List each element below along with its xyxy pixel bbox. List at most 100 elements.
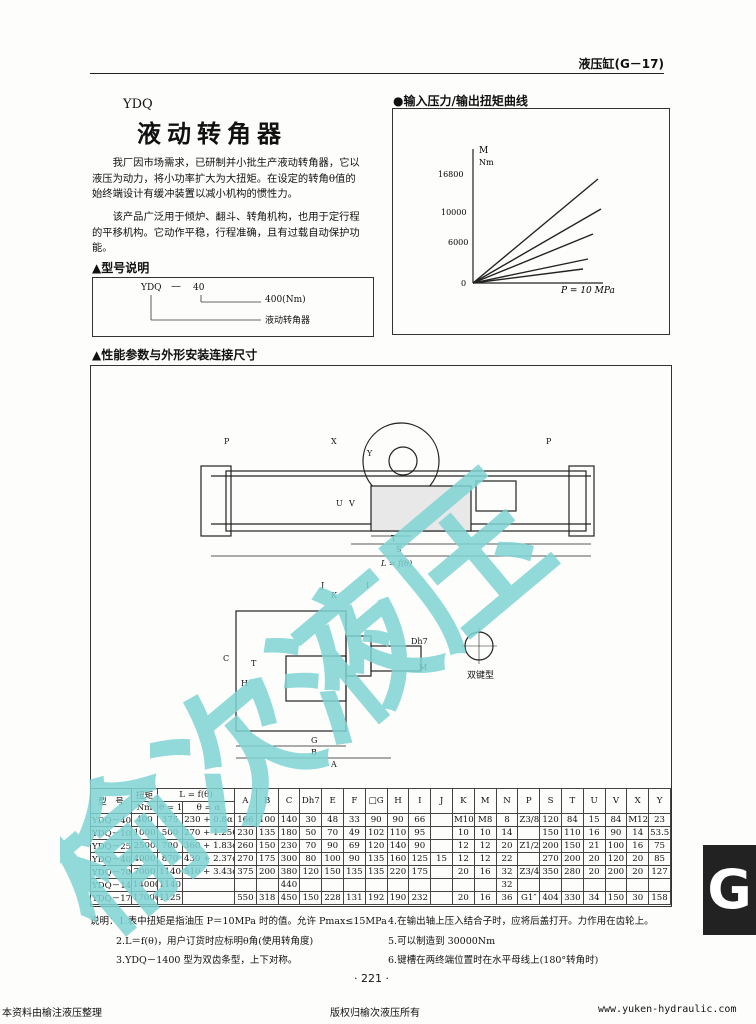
table-row: YDQ－170017000112555031845015022813119219… xyxy=(90,891,671,905)
table-cell: 318 xyxy=(255,891,279,905)
table-cell: 20 xyxy=(626,865,650,879)
table-cell xyxy=(517,826,541,840)
table-cell: 20 xyxy=(582,852,606,866)
table-cell: 150 xyxy=(539,826,562,840)
header-col: C xyxy=(277,788,301,814)
table-header-row: 型 号 扭矩 L = f(θ) A B C Dh7 E F □G H I J K… xyxy=(90,788,671,814)
table-cell: Z3/8″ xyxy=(517,813,541,827)
output-shaft xyxy=(388,446,418,476)
table-cell: 404 xyxy=(539,891,562,905)
table-cell xyxy=(539,878,562,892)
table-cell: M10 xyxy=(451,813,475,827)
table-cell: 158 xyxy=(648,891,671,905)
label-p-right: P xyxy=(546,437,552,446)
table-cell: 20 xyxy=(451,865,475,879)
y-axis-label: M xyxy=(479,146,488,156)
curve-line xyxy=(472,233,594,284)
table-cell: 70 xyxy=(321,826,344,840)
table-cell xyxy=(386,878,410,892)
table-cell xyxy=(560,878,584,892)
table-cell: 84 xyxy=(604,813,628,827)
table-cell: 22 xyxy=(495,852,519,866)
header-torque-unit: Nm xyxy=(131,801,158,814)
table-cell xyxy=(626,878,650,892)
label-l: L = f(θ) xyxy=(380,559,412,568)
technical-drawing: P P X Y U V T S L = f(θ) J K I C T H Dh7… xyxy=(200,422,595,769)
curve-line xyxy=(472,268,584,284)
table-cell: 200 xyxy=(604,865,628,879)
table-cell: 140 xyxy=(386,839,410,853)
table-cell: 66 xyxy=(408,813,432,827)
header-col: P xyxy=(517,788,541,814)
table-cell: 21 xyxy=(582,839,606,853)
header-col: A xyxy=(234,788,257,814)
table-cell: 70 xyxy=(299,839,323,853)
table-cell: 100 xyxy=(604,839,628,853)
table-row: YDQ－4004000870430 + 2.37α270175300801009… xyxy=(90,852,671,866)
table-cell: 166 xyxy=(234,813,257,827)
header-col: X xyxy=(626,788,650,814)
table-cell: 510 + 3.43α xyxy=(182,865,235,879)
label-a: A xyxy=(330,760,337,769)
table-cell: 14000 xyxy=(131,878,158,892)
table-cell: 17000 xyxy=(131,891,158,905)
table-cell: YDQ－250 xyxy=(90,839,132,853)
curve-line xyxy=(472,258,589,284)
y-tick-label: 0 xyxy=(461,279,466,288)
table-cell: 270 xyxy=(234,852,257,866)
table-cell: 15 xyxy=(430,852,453,866)
header-rule xyxy=(90,73,664,74)
note-2: 2.L＝f(θ)，用户订货时应标明θ角(使用转角度) xyxy=(116,936,314,947)
table-cell: 120 xyxy=(539,813,562,827)
note-3: 3.YDQ－1400 型为双齿条型，上下对称。 xyxy=(116,955,298,966)
header-col: B xyxy=(255,788,279,814)
intro-paragraph-2: 该产品广泛用于倾炉、翻斗、转角机构，也用于定行程的平移机构。它动作平稳，行程准确… xyxy=(92,211,360,254)
table-cell: 140 xyxy=(277,813,301,827)
table-cell: 870 xyxy=(157,852,183,866)
table-cell xyxy=(582,878,606,892)
table-cell: 300 xyxy=(277,852,301,866)
label-v: V xyxy=(348,499,355,508)
table-cell: 95 xyxy=(408,826,432,840)
spec-table: 型 号 扭矩 L = f(θ) A B C Dh7 E F □G H I J K… xyxy=(90,788,671,905)
model-code-box: YDQ — 40 400(Nm) 液动转角器 xyxy=(92,277,374,337)
table-cell: Z3/4″ xyxy=(517,865,541,879)
header-col: Dh7 xyxy=(299,788,323,814)
table-cell xyxy=(430,891,453,905)
note-4: 4.在输出轴上压入结合子时，应将后盖打开。力作用在齿轮上。 xyxy=(388,916,654,927)
table-cell: 15 xyxy=(582,813,606,827)
table-cell: 84 xyxy=(560,813,584,827)
table-cell xyxy=(430,826,453,840)
table-cell: 1140 xyxy=(157,865,183,879)
label-h: H xyxy=(241,679,248,688)
table-cell: 700 xyxy=(157,839,183,853)
table-cell: 90 xyxy=(604,826,628,840)
table-cell xyxy=(430,865,453,879)
table-row: YDQ－2502500700360 + 1.83α260150230709069… xyxy=(90,839,671,853)
table-cell: 30 xyxy=(299,813,323,827)
table-cell: 14 xyxy=(495,826,519,840)
table-cell xyxy=(430,813,453,827)
table-cell: 150 xyxy=(604,891,628,905)
curve-line xyxy=(472,178,599,284)
table-cell: 380 xyxy=(277,865,301,879)
table-cell: 160 xyxy=(386,852,410,866)
y-unit-label: Nm xyxy=(479,158,494,167)
table-cell: 16 xyxy=(626,839,650,853)
table-cell: 135 xyxy=(364,865,388,879)
table-cell: 1140 xyxy=(157,878,183,892)
label-i: I xyxy=(366,581,369,590)
front-view-body xyxy=(235,610,347,732)
table-cell: 16 xyxy=(473,891,497,905)
table-cell: 230 xyxy=(277,839,301,853)
table-cell: YDQ－400 xyxy=(90,852,132,866)
table-cell xyxy=(451,878,475,892)
table-cell: 350 xyxy=(539,865,562,879)
table-cell: 8 xyxy=(495,813,519,827)
table-cell: G1″ xyxy=(517,891,541,905)
table-cell: 200 xyxy=(560,852,584,866)
torque-curve-panel: M Nm 16800 10000 6000 0 P = 10 MPa xyxy=(392,108,670,335)
table-cell: 10 xyxy=(451,826,475,840)
label-j: J xyxy=(320,581,324,590)
